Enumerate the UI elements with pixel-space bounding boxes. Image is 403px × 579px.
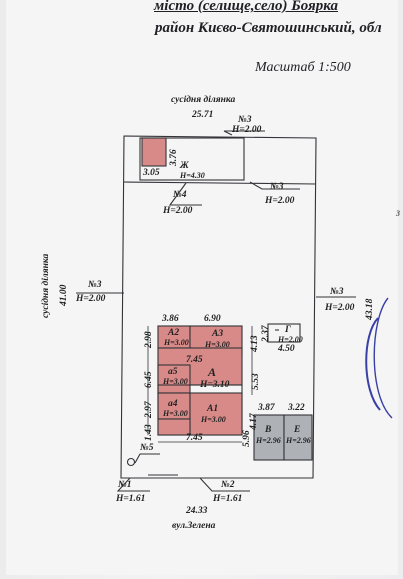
building-a-label: А xyxy=(208,365,217,379)
dim-a2-width: 3.86 xyxy=(162,314,179,324)
header-district-line: район Києво-Святошинський, обл xyxy=(155,20,382,36)
dim-b-width: 3.87 xyxy=(258,403,275,413)
shed-b-label: В xyxy=(265,425,272,435)
dim-zh-width: 3.05 xyxy=(143,168,160,178)
building-a1 xyxy=(189,392,243,436)
fence-n3-mid: №3 xyxy=(270,182,284,192)
shed-e xyxy=(283,414,313,461)
fence-n4: №4 xyxy=(173,190,187,200)
dim-a5-height: 6.45 xyxy=(144,371,154,388)
fence-n3-mid-h: H=2.00 xyxy=(265,196,295,206)
shed-zh-label: Ж xyxy=(180,161,189,171)
neighbor-top-label: сусідня ділянка xyxy=(171,95,236,105)
fence-n3-left-h: H=2.00 xyxy=(76,294,106,304)
building-a5-label: а5 xyxy=(168,367,178,377)
shed-b xyxy=(253,414,285,461)
dim-right: 43.18 xyxy=(365,298,375,320)
building-a3-label: А3 xyxy=(212,329,224,339)
shed-e-height: H=2.96 xyxy=(286,436,311,445)
dim-e-width: 3.22 xyxy=(288,403,305,413)
fence-n3-top-h: H=2.00 xyxy=(232,125,262,135)
shed-zh-outline xyxy=(139,137,245,181)
dim-g-height: 2.37 xyxy=(261,325,271,342)
dim-top: 25.71 xyxy=(192,110,214,120)
shed-zh-fill xyxy=(141,137,167,167)
dim-a1-width: 7.45 xyxy=(186,433,203,443)
building-a-height: H=3.10 xyxy=(200,380,230,390)
building-a5 xyxy=(157,364,191,394)
building-a2-height: H=3.00 xyxy=(164,338,189,347)
building-a1-height: H=3.00 xyxy=(201,415,226,424)
stamp-arc xyxy=(365,317,381,411)
dim-left: 41.00 xyxy=(59,284,69,306)
dim-g-width: 4.50 xyxy=(278,344,295,354)
dim-bottom: 24.33 xyxy=(186,506,208,516)
dim-a1-side: 1.43 xyxy=(144,424,154,441)
building-g-height: H=2.00 xyxy=(278,335,303,344)
fence-n2: №2 xyxy=(221,480,235,490)
building-a1-left xyxy=(157,418,191,436)
fence-n2-height: H=1.61 xyxy=(213,494,243,504)
fence-n3-left: №3 xyxy=(88,280,102,290)
dim-a3-width: 6.90 xyxy=(204,314,221,324)
dim-zh-depth: 3.76 xyxy=(169,149,179,166)
dim-gap: 4.17 xyxy=(249,413,259,430)
paper-sheet xyxy=(6,0,398,575)
building-a4-height: H=3.00 xyxy=(163,409,188,418)
shed-zh-height: H=4.30 xyxy=(180,171,205,180)
shed-e-label: Е xyxy=(294,425,301,435)
fence-n1: №1 xyxy=(118,480,132,490)
fence-n3-top: №3 xyxy=(238,115,252,125)
building-g xyxy=(267,323,301,343)
shed-b-height: H=2.96 xyxy=(256,436,281,445)
neighbor-left-label: сусідня ділянка xyxy=(41,253,51,318)
fence-n5: №5 xyxy=(140,443,154,453)
building-a3-height: H=3.00 xyxy=(205,340,230,349)
building-a1-label: А1 xyxy=(207,404,219,414)
fence-n3-right-h: H=2.00 xyxy=(325,303,355,313)
dim-a-height: 5.53 xyxy=(251,373,261,390)
dim-a-width: 7.45 xyxy=(186,355,203,365)
fence-n4-h: H=2.00 xyxy=(163,206,193,216)
fence-n3-right: №3 xyxy=(330,287,344,297)
dim-a2-height: 2.98 xyxy=(144,331,154,348)
dim-a4-height: 2.97 xyxy=(144,401,154,418)
fence-line-4 xyxy=(123,181,317,185)
edge-mark: 3 xyxy=(396,209,400,218)
dim-a1-height: 5.96 xyxy=(242,430,252,447)
building-a2-label: А2 xyxy=(168,328,180,338)
building-a5-height: H=3.00 xyxy=(163,377,188,386)
street-label: вул.Зелена xyxy=(172,521,216,531)
scale-label: Масштаб 1:500 xyxy=(255,60,351,75)
dim-a3-height: 4.13 xyxy=(250,335,260,352)
lot-boundary xyxy=(120,135,317,479)
building-a4-label: а4 xyxy=(168,399,178,409)
building-g-label: Г xyxy=(285,325,291,335)
header-city-line: місто (селище,село) Боярка xyxy=(154,0,338,14)
fence-n1-height: H=1.61 xyxy=(116,494,146,504)
